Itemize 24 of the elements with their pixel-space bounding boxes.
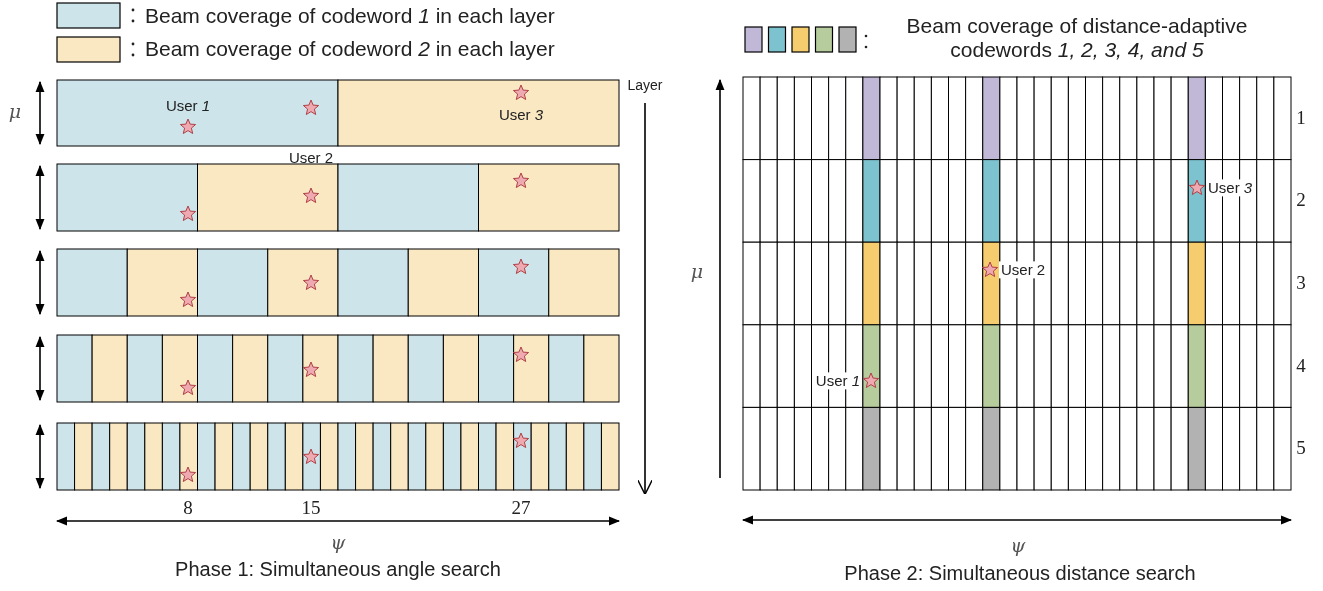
- user-label: User 1: [165, 97, 211, 115]
- tick-label: 15: [301, 497, 321, 519]
- user-label: User 1: [813, 372, 862, 390]
- legend-text: Beam coverage of codeword 1 in each layer: [145, 3, 555, 29]
- axis-label: Layer: [627, 76, 663, 94]
- user-label: User 3: [498, 106, 544, 124]
- legend-text: Beam coverage of codeword 2 in each layer: [145, 36, 555, 62]
- user-label: User 2: [288, 149, 334, 167]
- row-number: 3: [1296, 272, 1306, 294]
- axis-label: μ: [8, 101, 22, 123]
- row-number: 5: [1296, 437, 1306, 459]
- tick-label: 27: [511, 497, 531, 519]
- tick-label: 8: [183, 497, 193, 519]
- user-label: User 2: [999, 261, 1048, 279]
- row-number: 1: [1296, 107, 1306, 129]
- caption: Phase 1: Simultaneous angle search: [175, 557, 501, 581]
- legend-text: Beam coverage of distance-adaptive codewords 1, 2, 3, 4, and 5: [905, 13, 1249, 63]
- axis-label: ψ: [330, 532, 346, 554]
- row-number: 2: [1296, 189, 1306, 211]
- row-number: 4: [1296, 355, 1306, 377]
- caption: Phase 2: Simultaneous distance search: [844, 561, 1196, 585]
- user-label: User 3: [1206, 179, 1255, 197]
- axis-label: ψ: [1010, 535, 1026, 557]
- axis-label: μ: [690, 261, 704, 283]
